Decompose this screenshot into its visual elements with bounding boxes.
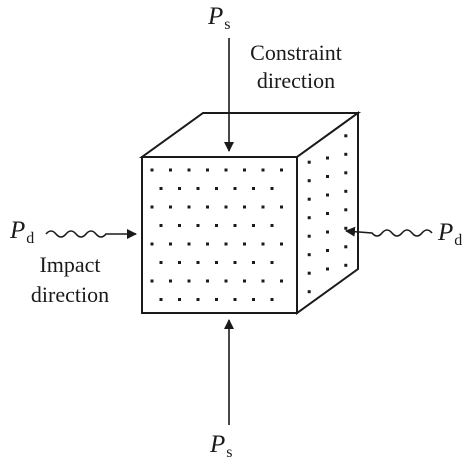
cube-front-face <box>141 156 298 314</box>
texture-dot <box>215 224 218 227</box>
texture-dot <box>261 168 265 172</box>
texture-dot <box>270 187 274 190</box>
texture-dot <box>233 298 237 301</box>
texture-dot <box>159 298 163 301</box>
texture-dot <box>178 224 181 227</box>
texture-dot <box>307 197 311 201</box>
texture-dot <box>233 261 237 264</box>
right-impact-wave-arrow <box>345 226 433 237</box>
texture-dot <box>326 156 329 160</box>
texture-dot <box>344 189 348 193</box>
texture-dot <box>196 261 200 264</box>
texture-dot <box>270 261 274 264</box>
left-force-label: Pd <box>10 217 35 247</box>
texture-dot <box>224 205 228 209</box>
texture-dot <box>326 249 329 252</box>
texture-dot <box>307 216 311 220</box>
texture-dot <box>159 187 163 190</box>
texture-dot <box>344 245 348 249</box>
texture-dot <box>326 230 329 234</box>
texture-dot <box>169 168 172 172</box>
texture-dot <box>307 290 311 294</box>
impact-direction-label: Impact direction <box>10 254 130 306</box>
texture-dot <box>233 187 237 190</box>
texture-dot <box>178 261 181 264</box>
texture-dot <box>150 279 154 283</box>
texture-dot <box>187 168 191 172</box>
texture-dot <box>196 298 200 301</box>
texture-dot <box>326 193 329 197</box>
texture-dot <box>243 242 246 246</box>
texture-dot <box>187 279 191 283</box>
impact-line-1: Impact <box>39 252 101 277</box>
texture-dot <box>307 179 311 183</box>
texture-dot <box>215 298 218 301</box>
texture-dot <box>326 175 329 178</box>
bottom-force-label: Ps <box>210 431 233 461</box>
texture-dot <box>150 205 154 209</box>
constraint-direction-label: Constraint direction <box>236 42 356 92</box>
impact-line-2: direction <box>30 282 110 307</box>
constraint-line-1: Constraint <box>250 40 342 65</box>
texture-dot <box>261 205 265 209</box>
texture-dot <box>280 168 283 172</box>
texture-dot <box>243 205 246 209</box>
texture-dot <box>187 242 191 246</box>
texture-dot <box>326 267 329 271</box>
texture-dot <box>252 187 255 190</box>
texture-dot <box>270 224 274 227</box>
right-force-label: Pd <box>438 219 463 249</box>
texture-dot <box>344 171 348 175</box>
texture-dot <box>344 226 348 230</box>
texture-dot <box>326 212 329 215</box>
texture-dot <box>206 242 209 246</box>
texture-dot <box>196 187 200 190</box>
texture-dot <box>243 279 246 283</box>
texture-dot <box>233 224 237 227</box>
texture-dot <box>159 261 163 264</box>
texture-dot <box>307 234 311 238</box>
texture-dot <box>280 205 283 209</box>
constraint-line-2: direction <box>256 68 336 93</box>
texture-dot <box>252 261 255 264</box>
texture-dot <box>196 224 200 227</box>
texture-dot <box>224 279 228 283</box>
texture-dot <box>215 187 218 190</box>
texture-dot <box>270 298 274 301</box>
top-force-label: Ps <box>208 3 231 33</box>
texture-dot <box>252 298 255 301</box>
side-face-dots <box>307 134 348 294</box>
texture-dot <box>307 271 311 275</box>
texture-dot <box>159 224 163 227</box>
texture-dot <box>169 279 172 283</box>
texture-dot <box>178 298 181 301</box>
texture-dot <box>150 168 154 172</box>
texture-dot <box>224 168 228 172</box>
texture-dot <box>178 187 181 190</box>
texture-dot <box>150 242 154 246</box>
texture-dot <box>280 279 283 283</box>
texture-dot <box>243 168 246 172</box>
texture-dot <box>206 205 209 209</box>
texture-dot <box>344 208 348 212</box>
texture-dot <box>261 242 265 246</box>
texture-dot <box>280 242 283 246</box>
texture-dot <box>252 224 255 227</box>
texture-dot <box>344 152 348 156</box>
front-face-dots <box>150 168 283 301</box>
texture-dot <box>307 253 311 257</box>
texture-dot <box>344 263 348 267</box>
texture-dot <box>206 279 209 283</box>
texture-dot <box>169 205 172 209</box>
texture-dot <box>169 242 172 246</box>
texture-dot <box>224 242 228 246</box>
texture-dot <box>344 134 348 138</box>
texture-dot <box>307 160 311 164</box>
texture-dot <box>215 261 218 264</box>
texture-dot <box>206 168 209 172</box>
texture-dot <box>261 279 265 283</box>
left-impact-wave-arrow <box>45 229 137 239</box>
texture-dot <box>187 205 191 209</box>
